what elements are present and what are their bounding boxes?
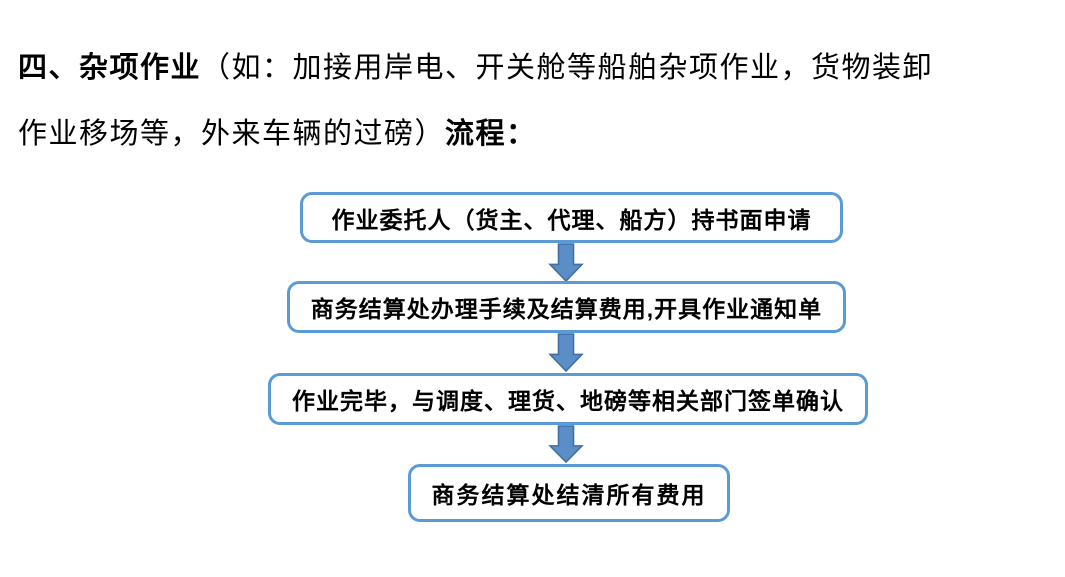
title-bold-prefix: 四、杂项作业 [18,52,202,84]
down-arrow-icon [548,425,584,463]
title-line-2: 作业移场等，外来车辆的过磅）流程： [18,112,933,178]
flow-step-4: 商务结算处结清所有费用 [408,464,730,522]
flow-step-3: 作业完毕，与调度、理货、地磅等相关部门签单确认 [268,373,868,425]
flow-step-4-label: 商务结算处结清所有费用 [431,482,707,508]
title-line-1: 四、杂项作业（如：加接用岸电、开关舱等船舶杂项作业，货物装卸 [18,46,933,112]
down-arrow-icon [548,243,584,282]
flow-step-2: 商务结算处办理手续及结算费用,开具作业通知单 [287,281,846,333]
flow-step-2-label: 商务结算处办理手续及结算费用,开具作业通知单 [310,296,823,322]
section-title: 四、杂项作业（如：加接用岸电、开关舱等船舶杂项作业，货物装卸 作业移场等，外来车… [18,46,933,178]
title-regular-text: 作业移场等，外来车辆的过磅） [18,118,446,150]
title-bold-suffix: 流程： [445,118,537,150]
flow-step-1: 作业委托人（货主、代理、船方）持书面申请 [300,192,843,243]
title-regular-text: （如：加接用岸电、开关舱等船舶杂项作业，货物装卸 [201,52,934,84]
down-arrow-icon [548,333,584,372]
flow-step-1-label: 作业委托人（货主、代理、船方）持书面申请 [331,206,812,233]
flow-step-3-label: 作业完毕，与调度、理货、地磅等相关部门签单确认 [292,388,844,414]
